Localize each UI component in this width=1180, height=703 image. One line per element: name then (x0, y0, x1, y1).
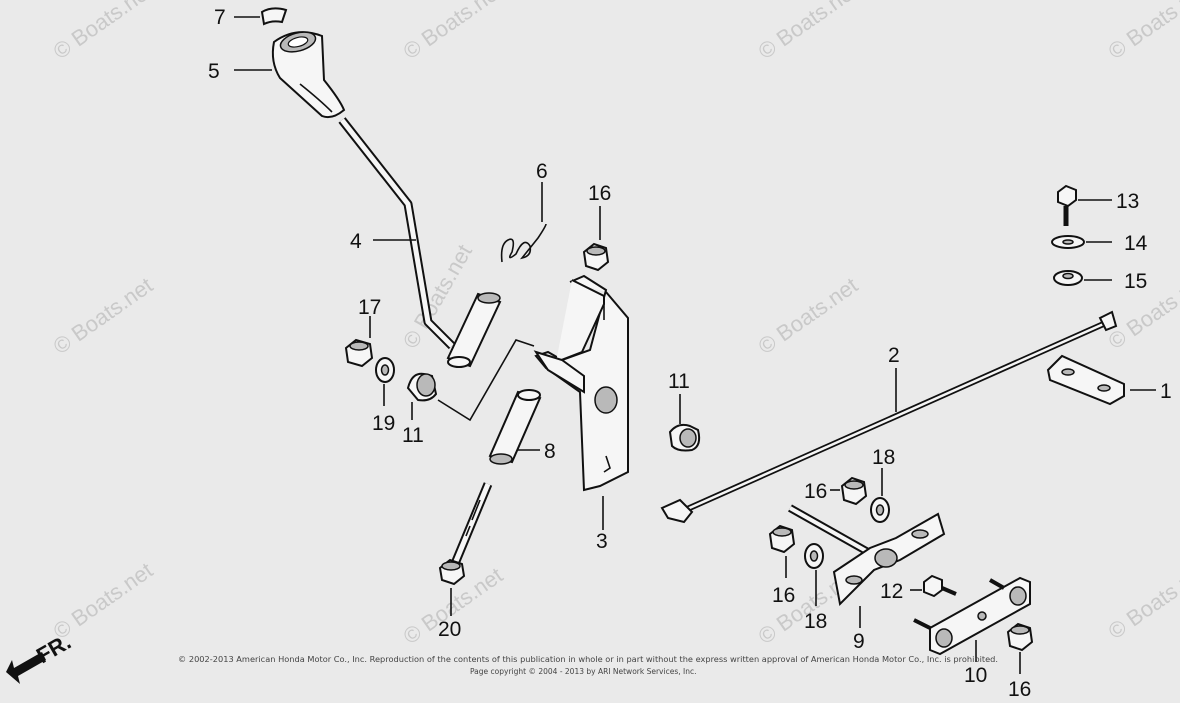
callout-16-mid: 16 (804, 480, 827, 503)
callout-18-low: 18 (804, 610, 827, 633)
callout-9: 9 (853, 630, 865, 653)
part-16-nut-mid (830, 476, 868, 506)
callout-8: 8 (544, 440, 556, 463)
part-16-nut-top (582, 206, 610, 272)
watermark: © Boats.net (1104, 557, 1180, 644)
part-15-washer (1053, 270, 1112, 286)
watermark: © Boats.net (754, 272, 863, 359)
callout-11-left: 11 (402, 424, 424, 447)
part-17-nut (344, 316, 374, 368)
part-1-plate (1046, 354, 1156, 406)
part-11-bushing-center (668, 394, 701, 452)
footer-line-1: © 2002-2013 American Honda Motor Co., In… (178, 655, 998, 664)
part-16-nut-low (768, 524, 796, 578)
callout-18-top: 18 (872, 446, 895, 469)
part-6-spring (500, 182, 547, 263)
watermark: © Boats.net (399, 0, 508, 64)
footer-line-2: Page copyright © 2004 - 2013 by ARI Netw… (470, 667, 696, 676)
callout-20: 20 (438, 618, 461, 641)
callout-17: 17 (358, 296, 381, 319)
callout-15: 15 (1124, 270, 1147, 293)
callout-16-top: 16 (588, 182, 611, 205)
callout-1: 1 (1160, 380, 1172, 403)
callout-7: 7 (214, 6, 226, 29)
part-2-rod (660, 310, 1118, 524)
part-3-bracket (533, 274, 629, 530)
callout-4: 4 (350, 230, 362, 253)
part-12-bolt (910, 574, 957, 598)
watermark: © Boats.net (49, 557, 158, 644)
part-14-washer (1051, 235, 1112, 249)
watermark: © Boats.net (1104, 0, 1180, 64)
part-13-bolt (1057, 184, 1112, 226)
callout-13: 13 (1116, 190, 1139, 213)
callout-10: 10 (964, 664, 987, 687)
watermark: © Boats.net (49, 272, 158, 359)
part-20-bolt (438, 482, 493, 616)
callout-11-center: 11 (668, 370, 690, 393)
callout-14: 14 (1124, 232, 1148, 255)
front-arrow-icon (6, 652, 46, 684)
part-4-collar (446, 292, 502, 368)
part-4-lever (338, 117, 456, 350)
callout-6: 6 (536, 160, 548, 183)
part-11-bushing-left (406, 372, 438, 420)
part-19-washer (375, 357, 395, 406)
part-18-washer-low (804, 543, 824, 606)
callout-16-low: 16 (772, 584, 795, 607)
callout-2: 2 (888, 344, 900, 367)
callout-12: 12 (880, 580, 903, 603)
part-8-spacer (488, 389, 542, 465)
watermark: © Boats.net (49, 0, 158, 64)
callout-3: 3 (596, 530, 608, 553)
footer: © 2002-2013 American Honda Motor Co., In… (178, 655, 998, 676)
part-7-insert (234, 7, 288, 26)
callouts: 1 2 3 4 5 6 7 8 9 10 11 11 12 13 14 15 1… (208, 6, 1172, 701)
part-5-knob (234, 31, 346, 119)
callout-5: 5 (208, 60, 220, 83)
callout-16-bottom: 16 (1008, 678, 1031, 701)
part-10-plate (913, 576, 1031, 662)
part-18-washer-top (870, 468, 890, 523)
part-9-bracket (788, 504, 946, 628)
callout-19: 19 (372, 412, 395, 435)
front-direction-indicator: FR. (6, 629, 75, 684)
part-16-nut-bottom (1006, 622, 1034, 674)
watermark: © Boats.net (754, 0, 863, 64)
